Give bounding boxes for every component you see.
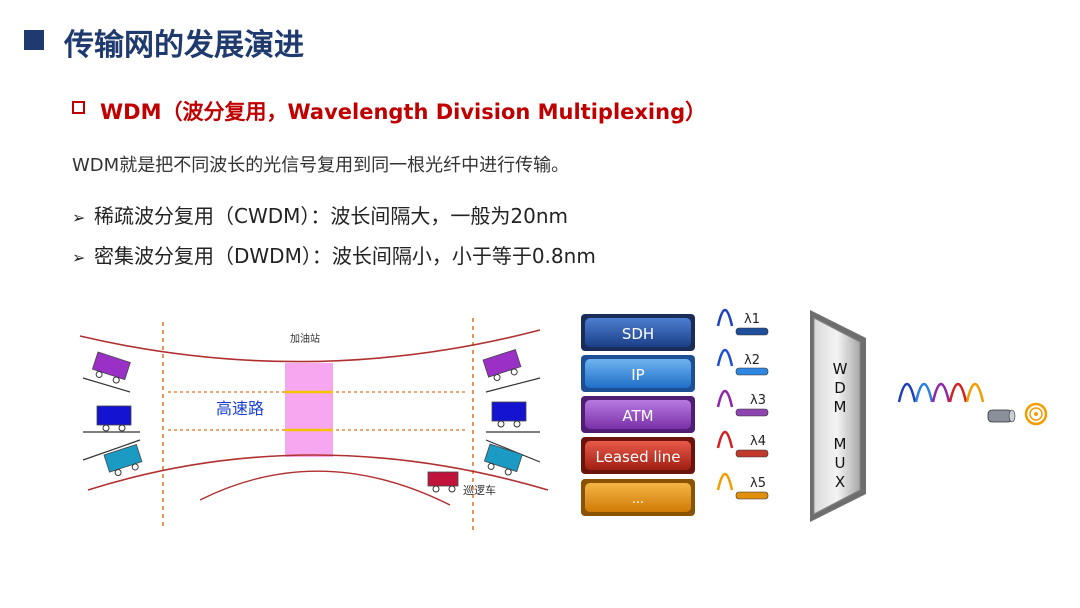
bullet-text: 密集波分复用（DWDM）：波长间隔小，小于等于0.8nm	[94, 244, 596, 268]
bullet-arrow-icon: ➢	[72, 208, 86, 227]
page-title: 传输网的发展演进	[64, 28, 304, 63]
wavelength-2: λ2	[716, 348, 769, 376]
wavelength-2-label: λ2	[744, 353, 760, 368]
truck-cyan-right	[483, 443, 523, 476]
wavelength-5-label: λ5	[750, 476, 766, 491]
patrol-car-label: 巡逻车	[463, 483, 496, 497]
bullet-arrow-icon: ➢	[72, 248, 86, 267]
bullet-dwdm: ➢ 密集波分复用（DWDM）：波长间隔小，小于等于0.8nm	[72, 240, 596, 269]
wavelength-1-label: λ1	[744, 312, 760, 327]
truck-cyan-left	[103, 443, 143, 477]
mux-letter-w: W	[833, 360, 848, 378]
road-edge-top	[79, 329, 541, 363]
mux-letter-d: D	[834, 379, 846, 397]
mux-letter-m: M	[834, 398, 847, 416]
bullet-text: 稀疏波分复用（CWDM）：波长间隔大，一般为20nm	[94, 204, 569, 228]
protocol-leased-line: Leased line	[581, 437, 695, 474]
title-bullet	[24, 30, 44, 50]
toll-booth	[285, 363, 333, 457]
bullet-cwdm: ➢ 稀疏波分复用（CWDM）：波长间隔大，一般为20nm	[72, 200, 568, 229]
output-wave-5	[965, 382, 985, 403]
wavelength-3: λ3	[716, 389, 769, 417]
truck-purple-left	[91, 351, 131, 384]
road-ramp	[199, 470, 451, 506]
protocol-ip-label: IP	[631, 366, 644, 384]
protocol-atm: ATM	[581, 396, 695, 433]
output-wave-3	[931, 382, 951, 403]
wavelength-4-label: λ4	[750, 434, 766, 449]
protocol-ip: IP	[581, 355, 695, 392]
protocol-stack: SDH IP ATM Leased line ...	[581, 314, 695, 516]
wavelength-4: λ4	[716, 430, 769, 458]
gas-station-label: 加油站	[290, 332, 320, 345]
combined-wavelengths	[897, 382, 985, 403]
mux-letter-x: X	[835, 473, 845, 491]
ramp-right-1	[485, 377, 541, 393]
protocol-sdh-label: SDH	[622, 325, 654, 343]
protocol-sdh: SDH	[581, 314, 695, 351]
highway-analogy: 加油站 高速路 巡逻车	[79, 318, 549, 530]
wavelength-channels: λ1 λ2 λ3 λ4 λ5	[716, 308, 769, 500]
patrol-car	[427, 471, 459, 493]
ramp-left-1	[82, 377, 131, 393]
protocol-atm-label: ATM	[622, 407, 653, 425]
output-wave-2	[914, 382, 934, 403]
ramp-right-3	[485, 439, 541, 463]
road-edge-bottom	[87, 454, 549, 491]
mux-letter-u: U	[835, 454, 846, 472]
wavelength-1: λ1	[716, 308, 769, 336]
protocol-other: ...	[581, 479, 695, 516]
optical-fiber-icon	[987, 402, 1048, 426]
truck-blue-left	[96, 405, 132, 432]
wavelength-5: λ5	[716, 472, 769, 500]
ramp-left-3	[82, 439, 141, 461]
protocol-other-label: ...	[632, 492, 644, 507]
wavelength-3-label: λ3	[750, 393, 766, 408]
truck-blue-right	[491, 401, 527, 428]
truck-purple-right	[482, 348, 522, 382]
subtitle-bullet	[72, 101, 85, 114]
highway-label: 高速路	[216, 399, 264, 418]
description-text: WDM就是把不同波长的光信号复用到同一根光纤中进行传输。	[72, 155, 570, 176]
output-wave-4	[948, 382, 968, 403]
wdm-mux: W D M M U X	[810, 310, 866, 522]
mux-letter-m2: M	[834, 435, 847, 453]
protocol-leased-line-label: Leased line	[596, 448, 681, 466]
section-subtitle: WDM（波分复用，Wavelength Division Multiplexin…	[100, 100, 707, 124]
output-wave-1	[897, 382, 917, 403]
